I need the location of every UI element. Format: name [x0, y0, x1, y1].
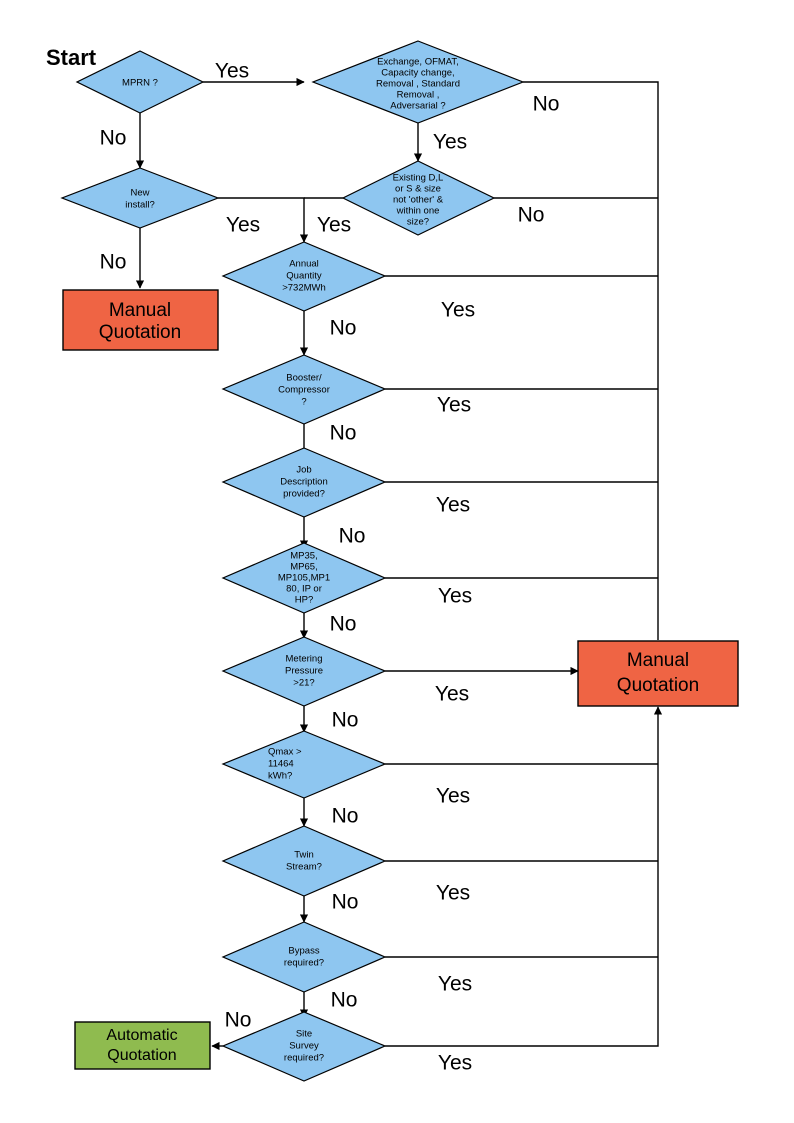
start-label: Start — [46, 45, 97, 70]
label-pressure-yes: Yes — [435, 683, 469, 706]
terminal-automatic-quotation[interactable] — [74, 1021, 211, 1070]
label-bypass-yes: Yes — [438, 973, 472, 996]
decision-exchange-line3: Removal , Standard — [376, 79, 460, 90]
label-pressure-no: No — [332, 709, 359, 732]
auto-line1: Automatic — [106, 1027, 177, 1044]
label-meter-yes: Yes — [438, 585, 472, 608]
decision-meter-line2: MP65, — [290, 562, 317, 573]
decision-qmax-line2: 11464 — [268, 759, 294, 770]
edge-exchange-no — [523, 81, 659, 640]
decision-site-line2: Survey — [289, 1041, 319, 1052]
decision-site-line3: required? — [284, 1053, 324, 1064]
decision-bypass-line2: required? — [284, 958, 324, 969]
label-twin-no: No — [332, 891, 359, 914]
label-mprn-no: No — [100, 127, 127, 150]
decision-new-install-line2: install? — [125, 200, 155, 211]
label-mprn-yes: Yes — [215, 60, 249, 83]
label-qmax-no: No — [332, 805, 359, 828]
label-site-yes: Yes — [438, 1052, 472, 1075]
manual-left-line1: Manual — [109, 300, 171, 321]
decision-existing-line1: Existing D,L — [393, 173, 444, 184]
label-annual-yes: Yes — [441, 299, 475, 322]
decision-job-line3: provided? — [283, 489, 325, 500]
decision-existing-line2: or S & size — [395, 184, 441, 195]
decision-new-install[interactable] — [60, 167, 220, 229]
decision-qmax-line3: kWh? — [268, 771, 292, 782]
terminal-manual-quotation-left[interactable] — [62, 289, 219, 351]
label-existing-yes: Yes — [317, 214, 351, 237]
decision-job-line2: Description — [280, 477, 328, 488]
label-twin-yes: Yes — [436, 882, 470, 905]
edge-site-yes — [385, 706, 663, 1047]
label-job-yes: Yes — [436, 494, 470, 517]
terminal-manual-quotation-right[interactable] — [577, 640, 739, 707]
label-booster-no: No — [330, 422, 357, 445]
decision-job-description[interactable] — [221, 447, 387, 518]
decision-meter-line5: HP? — [295, 595, 313, 606]
decision-pressure-line1: Metering — [286, 654, 323, 665]
decision-meter-type[interactable] — [221, 542, 387, 614]
manual-right-line1: Manual — [627, 650, 689, 671]
decision-job-line1: Job — [296, 465, 311, 476]
decision-qmax[interactable] — [221, 730, 387, 799]
decision-booster-line2: Compressor — [278, 385, 330, 396]
decision-exchange[interactable] — [311, 40, 525, 124]
label-bypass-no: No — [331, 989, 358, 1012]
decision-annual-line1: Annual — [289, 259, 319, 270]
decision-existing-line3: not 'other' & — [393, 195, 444, 206]
decision-annual-quantity[interactable] — [221, 241, 387, 312]
decision-meter-line3: MP105,MP1 — [278, 573, 330, 584]
manual-right-line2: Quotation — [617, 675, 699, 696]
label-existing-no: No — [518, 204, 545, 227]
decision-site-survey[interactable] — [221, 1011, 387, 1082]
label-booster-yes: Yes — [437, 394, 471, 417]
label-job-no: No — [339, 525, 366, 548]
decision-exchange-line4: Removal , — [397, 90, 440, 101]
label-site-no: No — [225, 1009, 252, 1032]
decision-existing-dls[interactable] — [341, 160, 496, 236]
label-newinstall-yes: Yes — [226, 214, 260, 237]
decision-new-install-line1: New — [130, 188, 149, 199]
decision-existing-line4: within one — [396, 206, 440, 217]
decision-exchange-line2: Capacity change, — [381, 68, 454, 79]
decision-pressure-line3: >21? — [293, 678, 314, 689]
decision-booster-line1: Booster/ — [286, 373, 322, 384]
label-meter-no: No — [330, 613, 357, 636]
decision-annual-line2: Quantity — [286, 271, 322, 282]
decision-meter-line4: 80, IP or — [286, 584, 322, 595]
decision-bypass[interactable] — [221, 921, 387, 993]
decision-mprn[interactable] — [75, 50, 205, 114]
decision-meter-line1: MP35, — [290, 551, 317, 562]
label-newinstall-no: No — [100, 251, 127, 274]
decision-mprn-label: MPRN ? — [122, 78, 158, 89]
label-annual-no: No — [330, 317, 357, 340]
decision-booster-compressor[interactable] — [221, 354, 387, 425]
decision-twin-line1: Twin — [294, 850, 314, 861]
decision-bypass-line1: Bypass — [288, 946, 319, 957]
decision-site-line1: Site — [296, 1029, 312, 1040]
decision-exchange-line1: Exchange, OFMAT, — [377, 57, 459, 68]
auto-line2: Quotation — [107, 1047, 176, 1064]
label-qmax-yes: Yes — [436, 785, 470, 808]
decision-twin-stream[interactable] — [221, 825, 387, 897]
decision-pressure-line2: Pressure — [285, 666, 323, 677]
decision-booster-line3: ? — [301, 397, 306, 408]
label-exchange-no: No — [533, 93, 560, 116]
decision-metering-pressure[interactable] — [221, 636, 387, 707]
decision-qmax-line1: Qmax > — [268, 747, 302, 758]
decision-exchange-line5: Adversarial ? — [390, 101, 445, 112]
decision-existing-line5: size? — [407, 217, 429, 228]
decision-twin-line2: Stream? — [286, 862, 322, 873]
decision-annual-line3: >732MWh — [282, 283, 326, 294]
label-exchange-yes: Yes — [433, 131, 467, 154]
manual-left-line2: Quotation — [99, 322, 181, 343]
